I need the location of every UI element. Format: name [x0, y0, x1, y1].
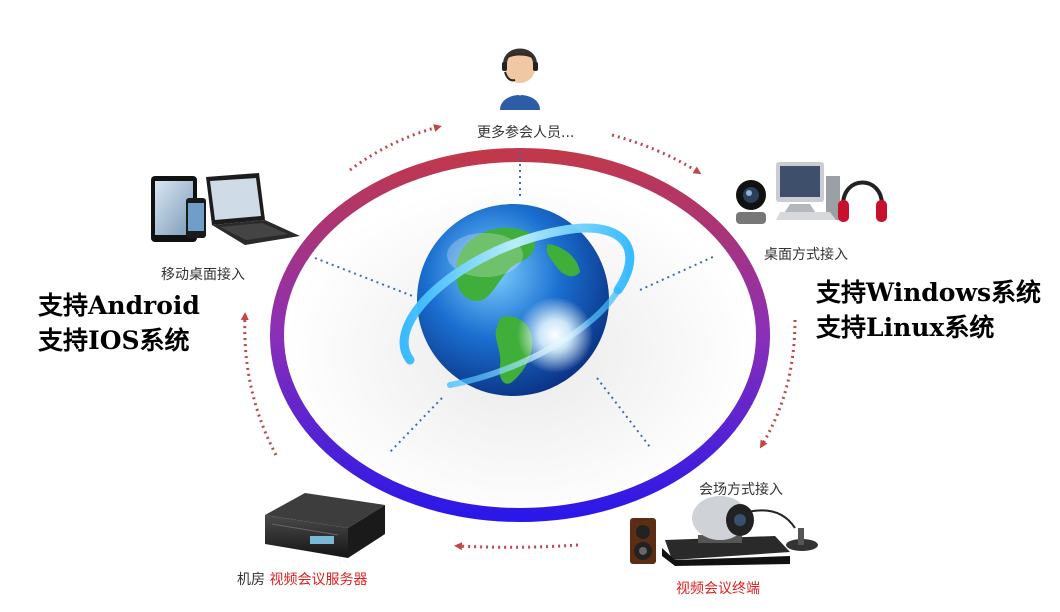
network-ring — [270, 148, 770, 522]
arrow-top-right — [611, 133, 702, 175]
node-label-server: 机房 视频会议服务器 — [237, 569, 367, 589]
arrow-top-left — [349, 124, 442, 172]
arrow-bottom — [454, 542, 579, 551]
node-label-venue-access: 会场方式接入 — [699, 482, 783, 498]
connector-upper-right — [639, 255, 716, 291]
note-windows: 支持Windows系统 — [816, 278, 1042, 307]
flow-arrows — [240, 124, 797, 551]
server-name: 视频会议服务器 — [269, 572, 368, 588]
node-label-desktop-access: 桌面方式接入 — [764, 247, 848, 263]
headset-user-icon — [500, 48, 540, 110]
note-ios: 支持IOS系统 — [38, 326, 190, 355]
note-android: 支持Android — [38, 291, 200, 320]
note-linux: 支持Linux系统 — [816, 313, 995, 342]
video-terminal-icon — [630, 496, 818, 566]
node-label-mobile-access: 移动桌面接入 — [161, 267, 245, 283]
connector-lower-left — [389, 397, 443, 453]
connector-lines — [314, 152, 716, 453]
arrow-left — [240, 312, 278, 456]
node-label-video-terminal: 视频会议终端 — [676, 581, 760, 597]
server-box-icon — [265, 493, 385, 558]
connector-lower-right — [596, 377, 651, 448]
globe-icon — [399, 204, 635, 396]
server-prefix: 机房 — [237, 572, 265, 588]
desktop-os-support-note: 支持Windows系统 支持Linux系统 — [816, 275, 1041, 345]
desktop-pc-icon — [736, 162, 887, 224]
mobile-devices-icon — [151, 173, 300, 245]
node-label-more-participants: 更多参会人员... — [477, 125, 575, 141]
arrow-right — [759, 319, 797, 449]
mobile-os-support-note: 支持Android 支持IOS系统 — [38, 288, 200, 358]
